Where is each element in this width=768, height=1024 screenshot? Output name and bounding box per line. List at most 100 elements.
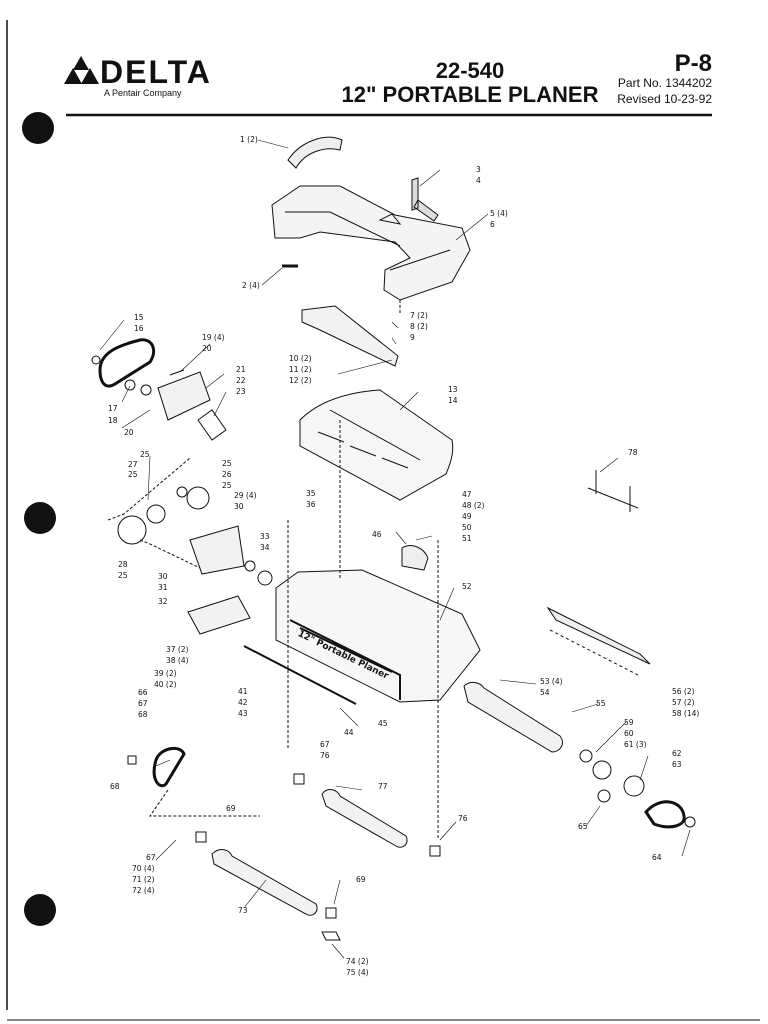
callout-label: 67 [320,740,330,749]
callout-label: 74 (2) [346,957,369,966]
assembly-guide-line [149,300,439,840]
part-27-gear [146,504,166,524]
callout-label: 25 [128,470,138,479]
part-19-screw [169,369,185,376]
part-76-block [429,845,441,857]
callout-label: 70 (4) [132,864,155,873]
callout-label: 62 [672,749,682,758]
part-62-gear [623,775,645,797]
callout-label: 25 [222,459,232,468]
callout-label: 68 [138,710,148,719]
callout-label: 73 [238,906,248,915]
part-number: Part No. 1344202 [617,76,712,90]
callout-label: 29 (4) [234,491,257,500]
part-3-crank [411,177,439,222]
part-16-belt [98,338,156,388]
part-34-bearing [257,570,273,586]
logo-triangle-icon [73,56,89,70]
callout-label: 42 [238,698,248,707]
callout-label: 15 [134,313,144,322]
part-15-pulley [91,355,101,365]
callout-label: 56 (2) [672,687,695,696]
callout-label: 76 [458,814,468,823]
callout-label: 40 (2) [154,680,177,689]
callout-label: 53 (4) [540,677,563,686]
callout-label: 55 [596,699,606,708]
callout-label: 49 [462,512,472,521]
callout-label: 50 [462,523,472,532]
part-65-pulley [597,789,611,803]
callout-label: 27 [128,460,138,469]
callout-label: 69 [356,875,366,884]
callout-label: 77 [378,782,388,791]
callout-label: 78 [628,448,638,457]
callout-label: 1 (2) [240,135,258,144]
binder-hole [24,502,56,534]
model-number: 22-540 [435,58,505,83]
callout-label: 44 [344,728,354,737]
part-31-gear-plate [189,525,245,575]
part-45-base [275,569,481,703]
callout-label: 71 (2) [132,875,155,884]
callout-label: 9 [410,333,415,342]
cover-vents [317,409,421,469]
revised-date: Revised 10-23-92 [617,92,712,106]
callout-label: 23 [236,387,246,396]
callout-label: 51 [462,534,472,543]
callout-label: 25 [222,481,232,490]
part-25-gear [176,486,188,498]
callout-label: 60 [624,729,634,738]
part-60-gear [592,760,612,780]
callout-label: 18 [108,416,118,425]
part-32-plate [187,595,251,635]
part-77-roller [321,789,408,848]
callout-label: 19 (4) [202,333,225,342]
callout-label: 75 (4) [346,968,369,977]
part-54-roller [463,681,563,753]
callout-label: 11 (2) [289,365,312,374]
part-17-pulley [124,379,136,391]
part-76-block [293,773,305,785]
callout-label: 22 [236,376,246,385]
part-46-bracket [401,545,429,571]
binder-hole [22,112,54,144]
delta-logo: DELTA [64,56,244,90]
callout-label: 64 [652,853,662,862]
part-23-pulley-shaft [197,409,227,441]
callout-label: 61 (3) [624,740,647,749]
leader-line [99,139,691,959]
callout-label: 52 [462,582,472,591]
part-13-cutterhead-cover [299,389,454,501]
callout-label: 65 [578,822,588,831]
page-title: 12" PORTABLE PLANER [341,82,599,107]
callout-label: 48 (2) [462,501,485,510]
callout-label: 28 [118,560,128,569]
part-68-block [127,755,137,765]
page-number: P-8 [674,50,712,77]
logo-triangle-icon [81,68,99,84]
callout-label: 43 [238,709,248,718]
part-1-handle [287,136,343,169]
callout-label: 38 (4) [166,656,189,665]
callout-label: 69 [226,804,236,813]
callout-label: 63 [672,760,682,769]
part-74-clip [321,931,341,941]
callout-label: 14 [448,396,458,405]
callout-label: 8 (2) [410,322,428,331]
part-33-gear [244,560,256,572]
assembly-guide-line [107,457,201,569]
part-44-rod [243,645,357,705]
callout-label: 46 [372,530,382,539]
callout-label: 31 [158,583,168,592]
callout-label: 37 (2) [166,645,189,654]
logo-triangle-icon [64,68,82,84]
part-28-gear [117,515,147,545]
callout-label: 12 (2) [289,376,312,385]
callout-label: 68 [110,782,120,791]
callout-label: 36 [306,500,316,509]
callout-label: 41 [238,687,248,696]
callout-label: 25 [118,571,128,580]
callout-label: 17 [108,404,118,413]
brand-name: DELTA [100,54,212,90]
part-6-top-frame-detail [285,211,451,271]
